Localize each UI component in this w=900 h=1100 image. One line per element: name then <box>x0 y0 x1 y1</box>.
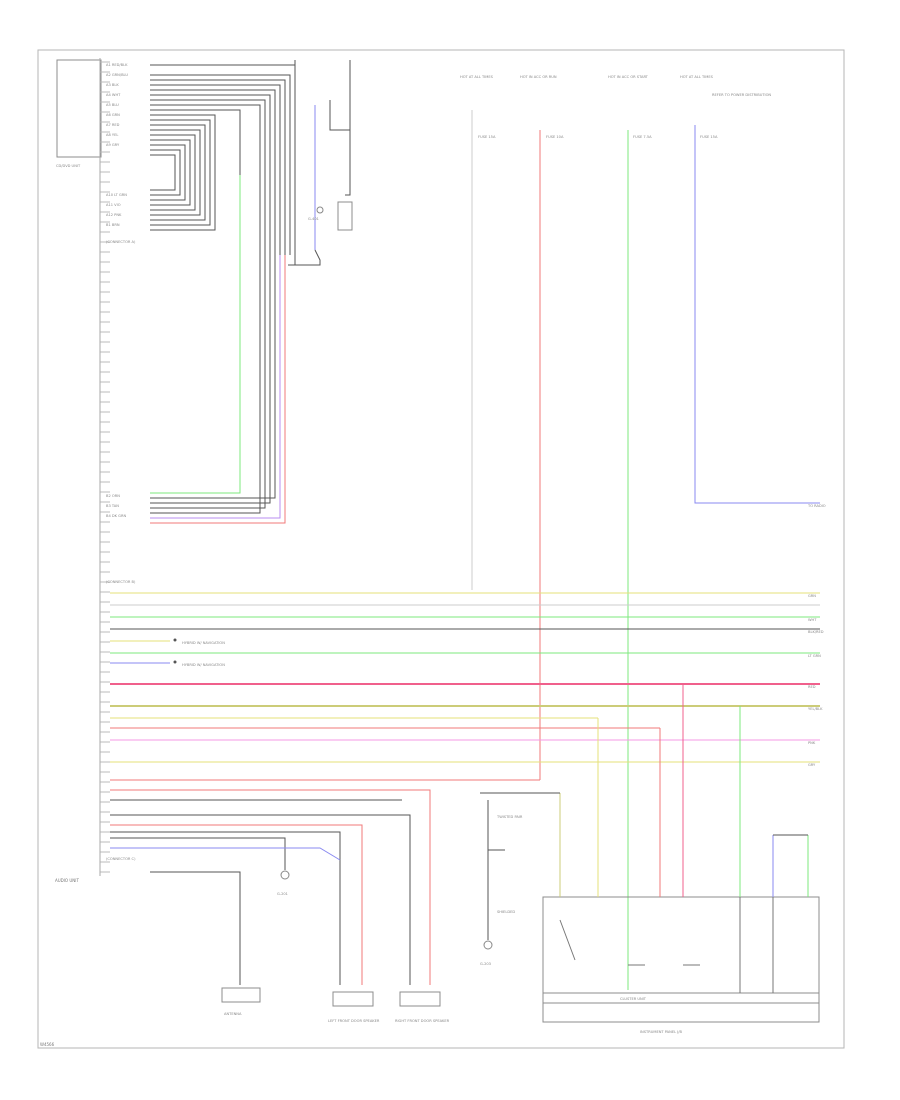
right-speaker-label: RIGHT FRONT DOOR SPEAKER <box>395 1019 450 1023</box>
ground-symbols: G-201 G-203 G-401 <box>277 206 493 966</box>
pin-label: A10 LT GRN <box>106 193 127 197</box>
corner-label: W4566 <box>40 1042 55 1047</box>
left-speaker-box <box>332 991 374 1007</box>
fuse-label: FUSE 10A <box>546 135 564 139</box>
display-label: CLUSTER UNIT <box>620 997 647 1001</box>
fuse-label: FUSE 15A <box>700 135 718 139</box>
source-label: HOT AT ALL TIMES <box>680 75 714 79</box>
source-label: HOT IN ACC OR RUN <box>520 75 557 79</box>
pin-labels: A1 RED/BLK A2 GRN/BLU A3 BLK A4 WHT A5 B… <box>106 63 128 518</box>
cluster-unit-inner <box>542 992 820 1004</box>
note-marker-2 <box>173 660 177 664</box>
splice-ground-run <box>487 800 505 940</box>
note-marker-1 <box>173 638 177 642</box>
right-arrow-labels: TO RADIO GRN WHT BLK/RED LT GRN RED YEL/… <box>807 504 826 767</box>
ground-label: G-401 <box>308 217 319 221</box>
right-label: RED <box>808 685 816 689</box>
ground-label: G-203 <box>480 962 491 966</box>
right-label: GRY <box>808 763 816 767</box>
instrument-panel-label: INSTRUMENT PANEL J/B <box>640 1030 683 1034</box>
pin-label: B1 BRN <box>106 223 120 227</box>
right-label: GRN <box>808 594 816 598</box>
connector-label-c: (CONNECTOR C) <box>106 857 136 861</box>
ground-label: G-201 <box>277 892 288 896</box>
connector-label-a: (CONNECTOR A) <box>106 240 136 244</box>
fuse-labels: FUSE 15A FUSE 10A FUSE 7.5A FUSE 15A <box>478 135 718 139</box>
connector-label-b: (CONNECTOR B) <box>106 580 136 584</box>
shielded-note: SHIELDED <box>497 910 515 914</box>
pin-label: B4 DK GRN <box>106 514 126 518</box>
pin-label: B3 TAN <box>106 504 119 508</box>
top-left-splice-group <box>294 60 353 266</box>
top-left-wire-bundle <box>150 64 296 524</box>
pin-label: A9 GRY <box>106 143 120 147</box>
source-label: REFER TO POWER DISTRIBUTION <box>712 93 771 97</box>
right-label: PNK <box>808 741 816 745</box>
pin-label: A7 RED <box>106 123 120 127</box>
pin-label: B2 ORN <box>106 494 120 498</box>
pin-label: A5 BLU <box>106 103 119 107</box>
right-label: LT GRN <box>808 654 821 658</box>
hybrid-note-2: HYBRID W/ NAVIGATION <box>182 663 225 667</box>
hybrid-note-1: HYBRID W/ NAVIGATION <box>182 641 225 645</box>
diagram-frame <box>37 49 845 1049</box>
top-source-labels: HOT AT ALL TIMES HOT IN ACC OR RUN HOT I… <box>460 75 771 97</box>
cd-dvd-unit-box <box>56 59 102 158</box>
jb-internal <box>559 897 774 993</box>
audio-unit-pin-column <box>99 58 110 876</box>
top-left-box-label: CD/DVD UNIT <box>56 164 81 168</box>
right-label: YEL/BLK <box>808 707 823 711</box>
pin-label: A12 PNK <box>106 213 122 217</box>
fuse-label: FUSE 7.5A <box>633 135 652 139</box>
pin-label: A4 WHT <box>106 93 121 97</box>
pin-label: A1 RED/BLK <box>106 63 128 67</box>
jb-input-wires <box>480 684 809 897</box>
right-label: BLK/RED <box>808 630 824 634</box>
antenna-box <box>221 987 261 1003</box>
instrument-panel-jb <box>542 896 820 1023</box>
right-label: WHT <box>808 618 817 622</box>
source-label: HOT AT ALL TIMES <box>460 75 494 79</box>
top-source-wires <box>110 110 820 990</box>
horizontal-bus-wires <box>110 592 820 763</box>
fuse-label: FUSE 15A <box>478 135 496 139</box>
antenna-label: ANTENNA <box>224 1012 242 1016</box>
twisted-note: TWISTED PAIR <box>496 815 523 819</box>
pin-label: A3 BLK <box>106 83 119 87</box>
pin-label: A6 GRN <box>106 113 120 117</box>
source-label: HOT IN ACC OR START <box>608 75 649 79</box>
pin-label: A2 GRN/BLU <box>106 73 128 77</box>
right-label: TO RADIO <box>807 504 826 508</box>
pin-label: A11 VIO <box>106 203 121 207</box>
pin-label: A8 YEL <box>106 133 118 137</box>
right-speaker-box <box>399 991 441 1007</box>
audio-unit-label: AUDIO UNIT <box>55 878 79 883</box>
left-speaker-label: LEFT FRONT DOOR SPEAKER <box>328 1019 380 1023</box>
lower-left-wires <box>110 789 431 985</box>
